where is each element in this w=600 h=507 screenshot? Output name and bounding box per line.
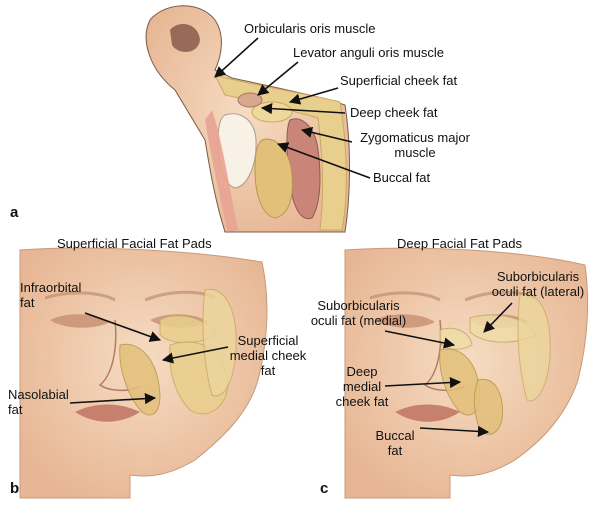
arrow-superficial-medial <box>161 346 229 364</box>
panel-letter-b: b <box>10 480 20 497</box>
nostril <box>170 24 200 52</box>
label-levator: Levator anguli oris muscle <box>293 45 445 60</box>
levator-shape <box>237 92 263 108</box>
lips-c <box>395 404 460 422</box>
arrow-nasolabial <box>69 393 157 405</box>
arrow-superficial-cheek <box>288 87 339 105</box>
panel-letter-a: a <box>10 204 19 221</box>
label-deep-cheek: Deep cheek fat <box>350 105 438 120</box>
arrow-suborb-lateral <box>483 302 513 333</box>
lateral-cheek-fat-pad <box>202 288 237 397</box>
left-eye-b <box>50 314 110 328</box>
label-suborb-medial: Suborbicularis oculi fat (medial) <box>310 298 407 328</box>
label-buccal-a: Buccal fat <box>373 170 431 185</box>
label-infraorbital: Infraorbital fat <box>20 280 82 310</box>
arrow-deep-medial <box>384 376 462 389</box>
face-superficial-illustration <box>19 247 268 499</box>
label-deep-medial: Deep medial cheek fat <box>335 364 389 409</box>
left-eye-c <box>375 314 435 328</box>
buccal-fat-pad-c <box>473 378 504 435</box>
arrow-buccal-c <box>419 425 490 437</box>
arrow-buccal-a <box>276 142 371 179</box>
label-superficial-cheek: Superficial cheek fat <box>340 73 458 88</box>
cross-section-illustration <box>145 5 350 233</box>
arrow-orbicularis <box>214 37 259 78</box>
brow-b <box>44 291 116 302</box>
panel-b-title: Superficial Facial Fat Pads <box>57 236 212 251</box>
arrow-infraorbital <box>84 312 162 342</box>
leader-arrows <box>69 37 513 437</box>
lips-b <box>75 404 140 422</box>
brow-c <box>369 291 441 302</box>
label-superficial-medial: Superficial medial cheek fat <box>229 333 307 378</box>
label-suborb-lateral: Suborbicularis oculi fat (lateral) <box>491 269 585 299</box>
arrow-deep-cheek <box>260 103 346 115</box>
face-deep-illustration <box>344 247 589 499</box>
oral-mucosa <box>205 110 238 232</box>
panel-letter-c: c <box>320 480 329 497</box>
label-nasolabial: Nasolabial fat <box>8 387 69 417</box>
panel-c-title: Deep Facial Fat Pads <box>397 236 523 251</box>
arrow-zygomaticus <box>300 126 353 143</box>
arrow-suborb-medial <box>384 330 456 349</box>
label-zygomaticus: Zygomaticus major muscle <box>360 130 470 160</box>
label-orbicularis: Orbicularis oris muscle <box>244 21 376 36</box>
arrow-levator <box>257 61 299 96</box>
label-buccal-c: Buccal fat <box>375 428 415 458</box>
maxillary-bone <box>217 113 257 189</box>
lateral-cheek-fat-pad-c <box>517 293 551 402</box>
